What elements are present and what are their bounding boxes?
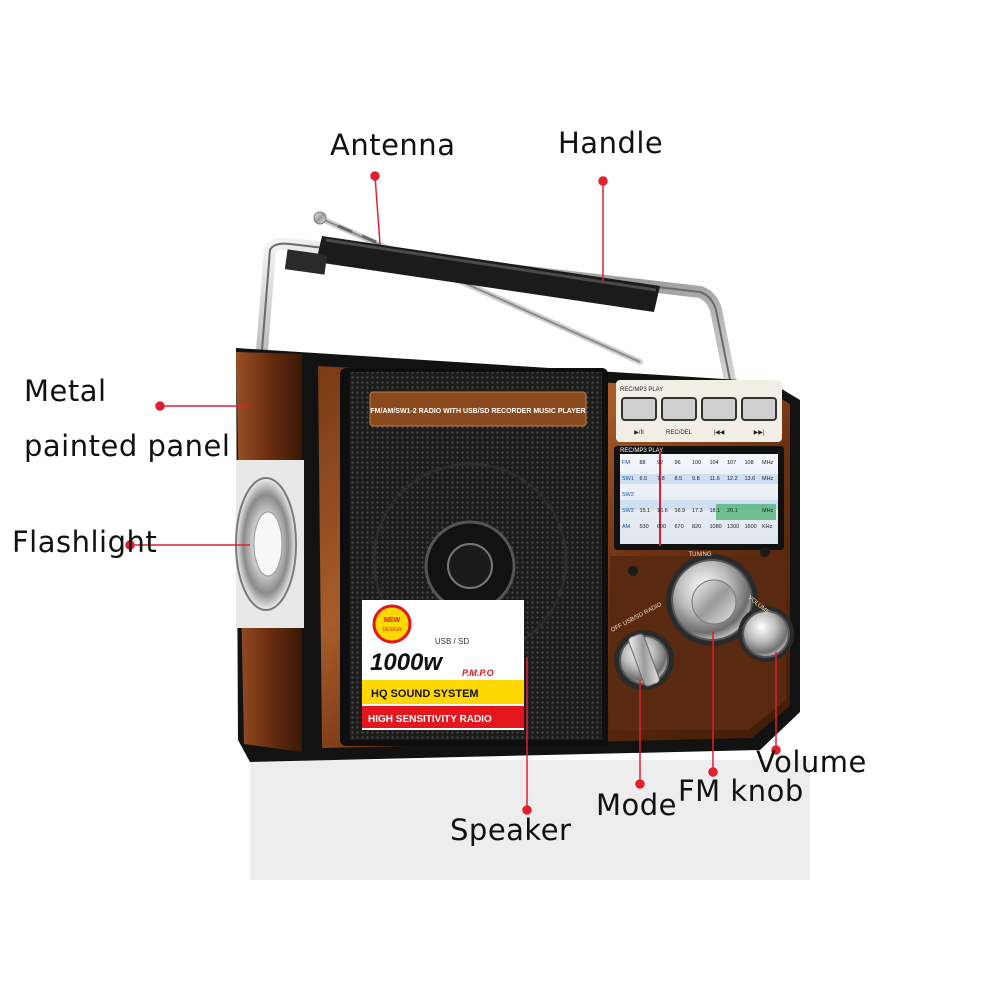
antenna-dot [370,171,380,181]
badge-usb-sd: USB / SD [435,637,469,646]
metal-panel-label-line1: Metal [24,374,107,408]
dial-scale-value: 16.9 [675,508,686,514]
dial-scale-value: 670 [675,524,684,530]
floor-reflection [250,760,810,880]
handle-dot [598,176,608,186]
badge-new: NEW [384,617,401,624]
dial-scale-value: 16.6 [657,508,668,514]
badge-hq: HQ SOUND SYSTEM [371,688,479,700]
dial-scale-value: FM [622,460,630,466]
dial-scale-value: 6.5 [640,476,648,482]
dial-scale-value: 12.2 [727,476,738,482]
badge-pmpo: P.M.P.O [462,668,494,678]
fm-knob-label: FM knob [678,774,804,808]
badge-high-sens: HIGH SENSITIVITY RADIO [368,714,492,725]
mode-label-callout: Mode [596,788,678,822]
dial-scale-value: SW1 [622,476,634,482]
mode-dot [635,779,645,789]
badge-power: 1000w [370,649,443,676]
metal-panel-label-line2: painted panel [24,429,231,463]
dial-scale-value: 107 [727,460,736,466]
fm-knob [666,554,758,646]
dial-scale-value: 20.1 [727,508,738,514]
button-panel-title: REC/MP3 PLAY [620,387,663,393]
dial-scale-value: 108 [745,460,754,466]
dial-scale-value: 18.1 [710,508,721,514]
volume-knob [738,606,794,662]
callout-lines [125,171,781,815]
dial-scale-value: 1600 [745,524,757,530]
fm-knob-dot [708,767,718,777]
antenna [313,211,643,365]
dial-scale-value: MHz [762,476,774,482]
tuning-label: TUNING [689,552,712,558]
dial-scale-value: MHz [762,508,774,514]
antenna-leader [374,175,381,245]
dial-scale-value: MHz [762,460,774,466]
button-panel [616,380,782,442]
flashlight-label: Flashlight [12,525,158,559]
radio-body [235,348,800,762]
dial-scale-value: 8.5 [675,476,683,482]
flashlight [235,460,304,628]
dial-scale-value: 96 [675,460,681,466]
dial-scale-value: 100 [692,460,701,466]
badge-design: DESIGN [382,627,402,633]
dial-scale-value: 15.1 [640,508,651,514]
dial-scale-value: 530 [640,524,649,530]
name-plate-text: FM/AM/SW1-2 RADIO WITH USB/SD RECORDER M… [370,408,585,415]
dial-scale-value: 820 [692,524,701,530]
volume-dot [771,745,781,755]
feature-badge [362,600,524,730]
dial-scale-value: 88 [640,460,646,466]
dial-title: REC/MP3 PLAY [620,448,663,454]
tuning-dial [614,446,784,550]
dial-scale-value: 17.3 [692,508,703,514]
dial-scale-value: 1300 [727,524,739,530]
dial-scale-value: 600 [657,524,666,530]
button-label-play: ▶/II [634,430,644,436]
flashlight-dot [125,540,135,550]
dial-scale-value: 7.8 [657,476,665,482]
dial-scale-value: 11.6 [710,476,720,482]
dial-scale-value: 9.8 [692,476,700,482]
dial-scale-value: 1080 [710,524,722,530]
dial-scale-value: SW2 [622,508,634,514]
button-label-next: ▶▶| [754,430,765,436]
dial-scale-value: KHz [762,524,773,530]
button-label-prev: |◀◀ [714,430,725,436]
dial-scale-value: AM [622,524,631,530]
metal-panel-dot [155,401,165,411]
dial-scale-value: 104 [710,460,719,466]
antenna-label: Antenna [330,128,456,162]
handle [256,236,744,422]
speaker-dot [522,805,532,815]
dial-scale-value: SW2 [622,492,634,498]
handle-label: Handle [558,126,664,160]
dial-scale-value: 13.6 [745,476,756,482]
dial-scale-value: 92 [657,460,663,466]
speaker-label: Speaker [450,813,572,847]
mode-knob [614,630,674,690]
button-label-rec: REC/DEL [666,430,693,436]
volume-label-callout: Volume [756,745,867,779]
